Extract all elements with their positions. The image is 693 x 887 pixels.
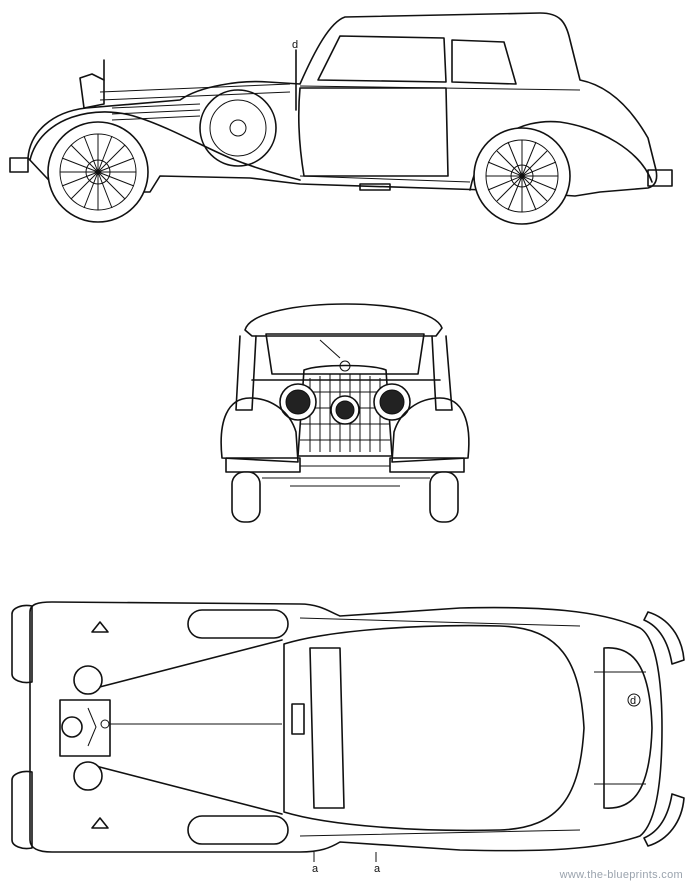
side-view-marker: d [292,39,298,51]
top-view-marker-trunk: d [630,695,636,707]
watermark: www.the-blueprints.com [559,869,683,881]
front-view [220,303,470,523]
top-view-marker-left: a [312,863,319,875]
top-view-marker-right: a [374,863,381,875]
side-view: d [9,12,673,225]
top-view: a a d [11,601,685,875]
